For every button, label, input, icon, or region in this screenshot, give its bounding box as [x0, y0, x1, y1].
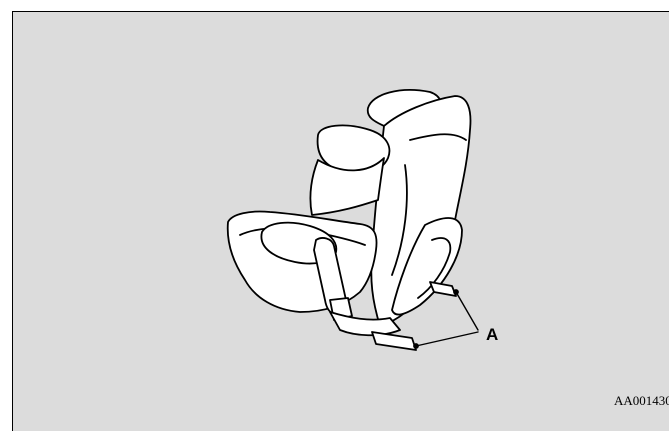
lower-anchor-rear-icon [430, 282, 456, 296]
car-seat-illustration [0, 0, 669, 414]
callout-label-a: A [486, 325, 498, 345]
callout-dot-rear-icon [454, 290, 458, 294]
lower-anchor-front-icon [372, 332, 416, 350]
figure-code: AA001430 [614, 393, 669, 409]
callout-dot-front-icon [414, 344, 418, 348]
